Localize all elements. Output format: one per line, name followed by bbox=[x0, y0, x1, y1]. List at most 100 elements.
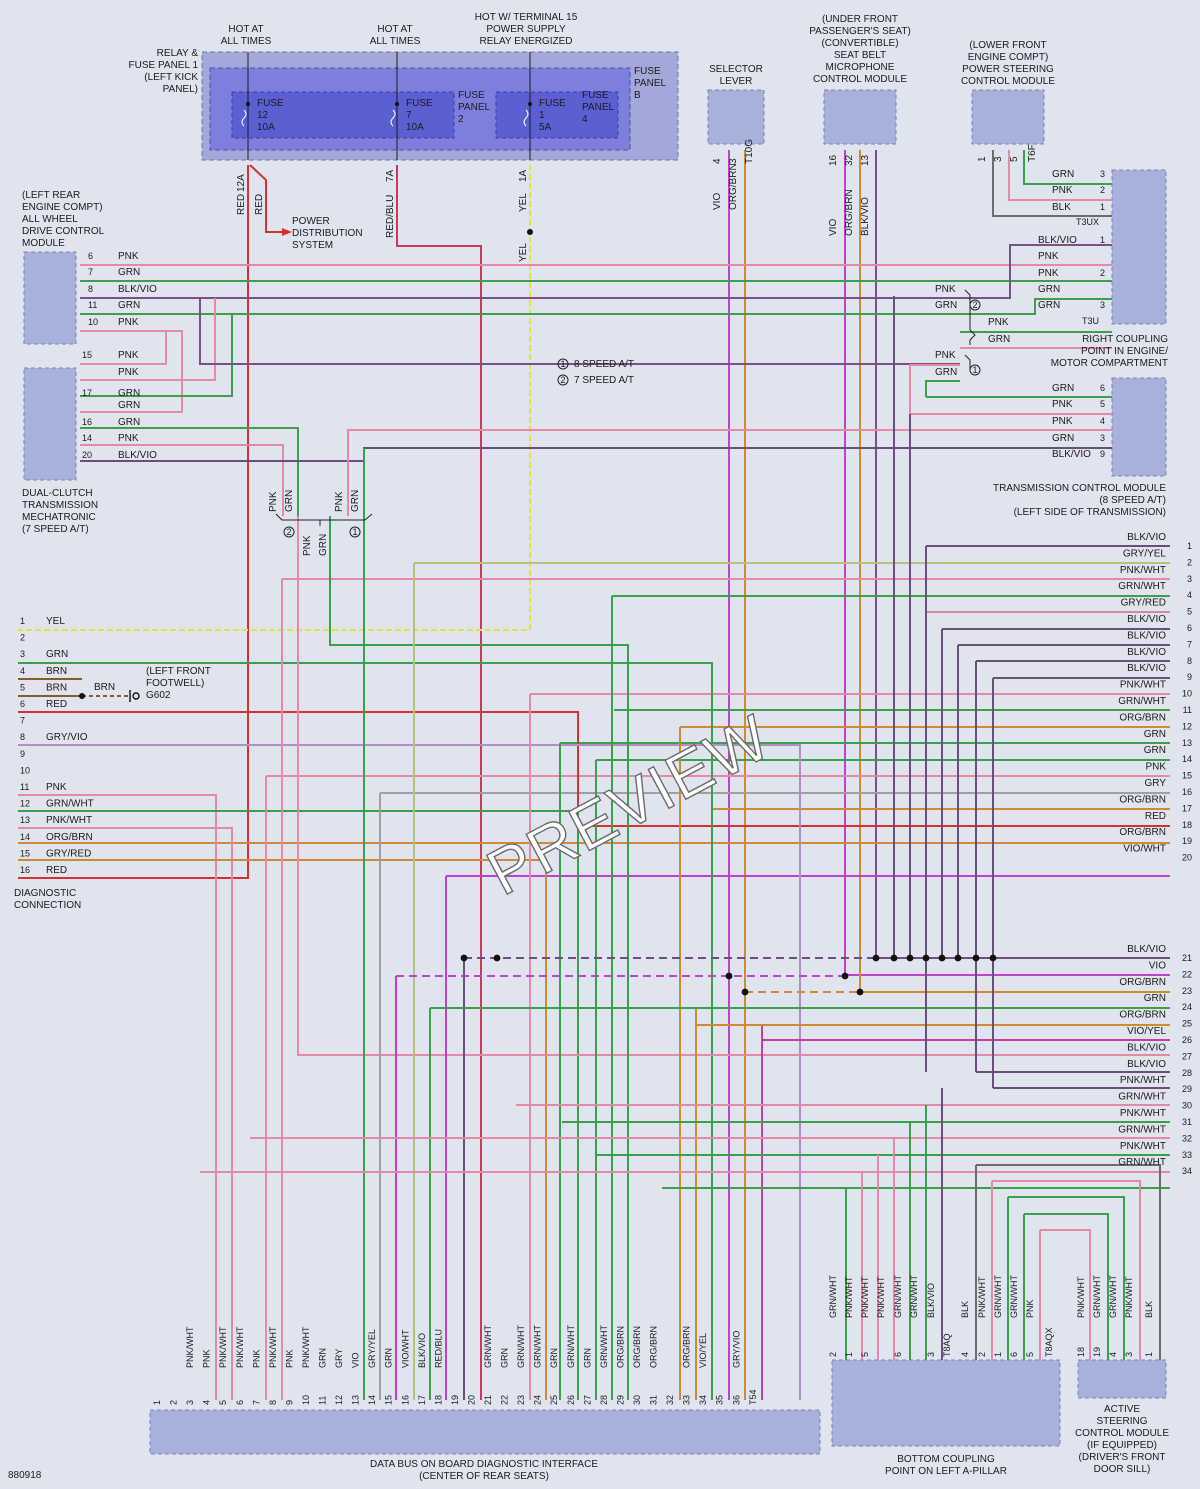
fuse-1-label: 5A bbox=[539, 122, 552, 133]
legend-marker: 2 bbox=[560, 375, 565, 385]
awd-module-box bbox=[23, 251, 77, 345]
wire-label: PNK/WHT bbox=[1120, 565, 1166, 576]
wire-label: GRN bbox=[318, 534, 329, 556]
ground-symbol bbox=[129, 690, 140, 702]
bottom-coupling-box bbox=[831, 1359, 1061, 1447]
terminal-15-label: POWER SUPPLY bbox=[486, 24, 566, 35]
wire-label: PNK bbox=[118, 367, 139, 378]
terminal-15-label: RELAY ENERGIZED bbox=[480, 36, 573, 47]
pin-label: 3 bbox=[1100, 169, 1105, 179]
pin-label: 15 bbox=[82, 350, 92, 360]
pin-label: 4 bbox=[20, 666, 25, 676]
wire-label: RED bbox=[46, 865, 67, 876]
pin-label: 6 bbox=[1009, 1352, 1019, 1357]
fuse7-dot bbox=[395, 102, 399, 106]
pin-label: 9 bbox=[1100, 449, 1105, 459]
obd-interface-label: (CENTER OF REAR SEATS) bbox=[419, 1471, 549, 1482]
pin-label: 1 bbox=[152, 1400, 162, 1405]
pin-label: 10 bbox=[301, 1395, 311, 1405]
pin-label: T8AQ bbox=[942, 1333, 952, 1357]
seatbelt-module-label: PASSENGER'S SEAT) bbox=[809, 26, 911, 37]
pin-label: 18 bbox=[1182, 820, 1192, 830]
pin-label: 1 bbox=[20, 616, 25, 626]
wire-label: PNK bbox=[118, 317, 139, 328]
pin-label: 11 bbox=[20, 782, 29, 792]
wire-label: PNK/WHT bbox=[1120, 1108, 1166, 1119]
wire-label: GRN bbox=[350, 490, 361, 512]
wire-label: GRN bbox=[1144, 993, 1166, 1004]
wire-label: PNK/WHT bbox=[235, 1326, 245, 1368]
active-steering-box bbox=[1077, 1359, 1167, 1399]
pin-label: 12 bbox=[20, 799, 30, 809]
pin-label: 11 bbox=[88, 300, 97, 310]
wire-label: ORG/BRN bbox=[632, 1326, 642, 1368]
awd-module-label: MODULE bbox=[22, 238, 65, 249]
wire-label: ORG/BRN bbox=[1119, 1010, 1166, 1021]
hot-at-all-times-label: ALL TIMES bbox=[221, 36, 272, 47]
pin-label: 36 bbox=[731, 1395, 741, 1405]
diagram-id: 880918 bbox=[8, 1470, 42, 1481]
pin-label: 19 bbox=[1182, 836, 1192, 846]
relay-fuse-panel-label: RELAY & bbox=[157, 48, 199, 59]
wire-label: RED bbox=[254, 194, 265, 215]
wire-label: GRN bbox=[1144, 729, 1166, 740]
wire-label: GRN/WHT bbox=[993, 1275, 1003, 1318]
wire-label: VIO bbox=[351, 1352, 361, 1368]
pin-label: 12A bbox=[236, 174, 247, 192]
right-coupling-label: POINT IN ENGINE/ bbox=[1081, 346, 1168, 357]
pin-label: 3 bbox=[728, 158, 739, 164]
wire-label: PNK/WHT bbox=[876, 1276, 886, 1318]
pin-label: 6 bbox=[20, 699, 25, 709]
pin-label: 18 bbox=[433, 1395, 443, 1405]
pin-label: 17 bbox=[417, 1395, 427, 1405]
pin-label: 31 bbox=[1182, 1117, 1192, 1127]
wire-label: BRN bbox=[46, 682, 67, 693]
wire-label: BLK/VIO bbox=[860, 197, 871, 236]
pin-label: 19 bbox=[1092, 1347, 1102, 1357]
power-distribution-label: SYSTEM bbox=[292, 240, 333, 251]
active-steering-label: ACTIVE bbox=[1104, 1404, 1140, 1415]
wire-st-blk bbox=[992, 150, 1112, 217]
hot-at-all-times-label: HOT AT bbox=[377, 24, 412, 35]
bottom-coupling-label: BOTTOM COUPLING bbox=[897, 1454, 995, 1465]
wire-label: GRN bbox=[935, 367, 957, 378]
wire-label: PNK/WHT bbox=[185, 1326, 195, 1368]
selector-lever-label: SELECTOR bbox=[709, 64, 763, 75]
pin-label: 7 bbox=[88, 267, 93, 277]
pin-label: 6 bbox=[893, 1352, 903, 1357]
fuse1-dot bbox=[528, 102, 532, 106]
wire-label: GRN/WHT bbox=[909, 1275, 919, 1318]
power-distribution-label: POWER bbox=[292, 216, 330, 227]
wire-label: PNK bbox=[284, 1349, 294, 1368]
awd-module-label: ENGINE COMPT) bbox=[22, 202, 103, 213]
pin-label: 4 bbox=[1187, 590, 1192, 600]
pin-label: 1 bbox=[844, 1352, 854, 1357]
pin-label: 25 bbox=[1182, 1019, 1192, 1029]
pin-label: 11 bbox=[318, 1396, 328, 1405]
pin-label: 26 bbox=[566, 1395, 576, 1405]
wire-label: RED bbox=[46, 699, 67, 710]
pin-label: 3 bbox=[185, 1400, 195, 1405]
pin-label: 5 bbox=[218, 1400, 228, 1405]
diagnostic-connection-label: CONNECTION bbox=[14, 900, 81, 911]
pin-label: 34 bbox=[698, 1395, 708, 1405]
tcm-label: (LEFT SIDE OF TRANSMISSION) bbox=[1014, 507, 1166, 518]
pin-label: 3 bbox=[1100, 433, 1105, 443]
wire-label: BLK/VIO bbox=[1127, 1059, 1166, 1070]
pin-label: 12 bbox=[1182, 721, 1192, 731]
fuse-panel-2-label: PANEL bbox=[458, 102, 490, 113]
legend-marker: 1 bbox=[352, 527, 357, 537]
wire-label: VIO/YEL bbox=[698, 1333, 708, 1368]
terminal-15-label: HOT W/ TERMINAL 15 bbox=[475, 12, 578, 23]
pin-label: 24 bbox=[1182, 1002, 1192, 1012]
wire-label: VIO bbox=[712, 193, 723, 210]
hot-at-all-times-label: HOT AT bbox=[228, 24, 263, 35]
fuse-panel-4-label: PANEL bbox=[582, 102, 614, 113]
seatbelt-module-label: (UNDER FRONT bbox=[822, 14, 898, 25]
pin-label: 24 bbox=[533, 1395, 543, 1405]
awd-module-label: ALL WHEEL bbox=[22, 214, 78, 225]
wire-label: ORG/BRN bbox=[649, 1326, 659, 1368]
dct-module-label: TRANSMISSION bbox=[22, 500, 98, 511]
wire-label: GRN/WHT bbox=[1009, 1275, 1019, 1318]
pin-label: 11 bbox=[1183, 705, 1192, 715]
